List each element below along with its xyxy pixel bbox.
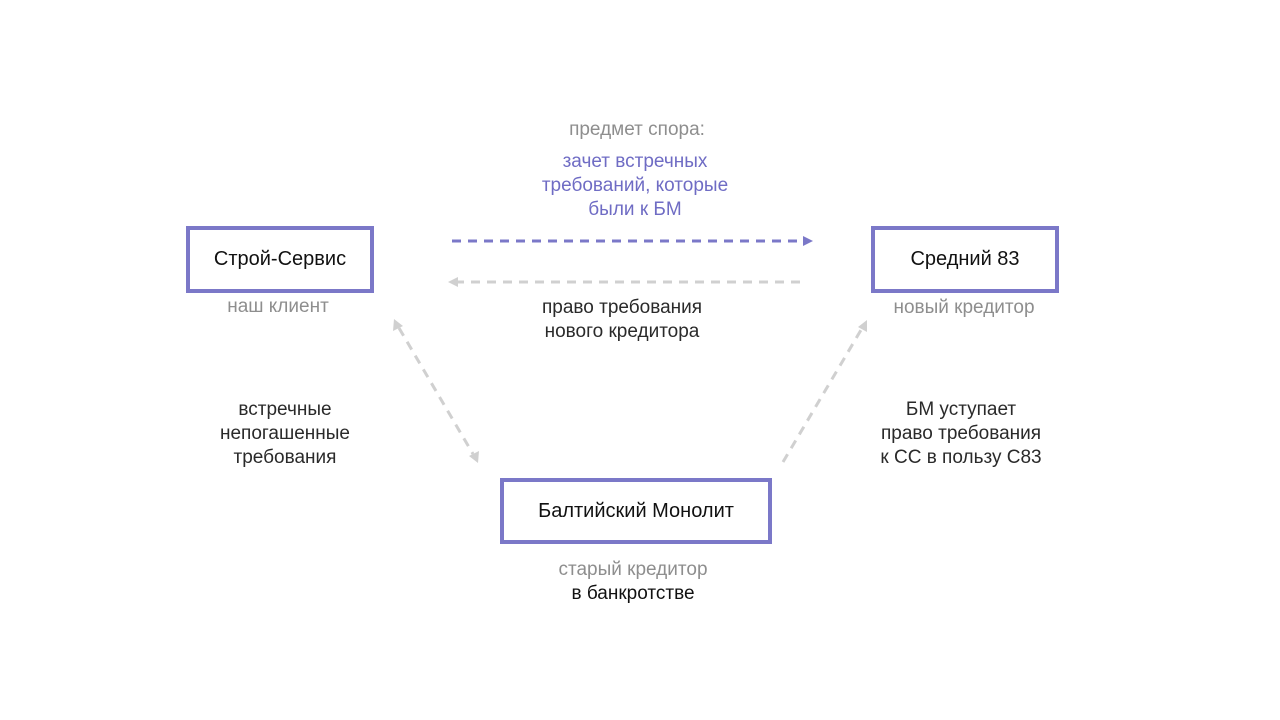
dispute-line-1: зачет встречных: [562, 151, 708, 172]
node-sredniy-83: Средний 83: [871, 226, 1059, 293]
node-baltic-monolit: Балтийский Монолит: [500, 478, 772, 544]
node-baltic-monolit-name: Балтийский Монолит: [538, 499, 734, 522]
node-stroy-servis-name: Строй-Сервис: [213, 248, 347, 270]
dispute-arrow: [452, 236, 813, 246]
counter-claims-line-1: встречные: [238, 399, 332, 420]
node-baltic-monolit-caption: старый кредитор в банкротстве: [528, 558, 738, 606]
claim-right-arrow: [448, 277, 800, 287]
assignment-label: БМ уступает право требования к СС в поль…: [851, 398, 1071, 470]
counter-claims-line-2: непогашенные: [219, 423, 350, 444]
dispute-line-2: требований, которые: [541, 175, 729, 196]
claim-right-line-1: право требования: [541, 297, 703, 318]
assignment-line-2: право требования: [880, 423, 1042, 444]
node-stroy-servis: Строй-Сервис: [186, 226, 374, 293]
baltic-monolit-caption-line-2: в банкротстве: [571, 583, 695, 604]
baltic-monolit-caption-line-1: старый кредитор: [558, 559, 708, 580]
dispute-subject: зачет встречных требований, которые были…: [515, 150, 755, 222]
counter-claims-label: встречные непогашенные требования: [185, 398, 385, 470]
assignment-line-3: к СС в пользу С83: [880, 447, 1042, 468]
dispute-line-3: были к БМ: [588, 199, 682, 220]
assignment-arrow: [781, 320, 867, 463]
node-stroy-servis-caption: наш клиент: [227, 296, 329, 317]
node-sredniy-83-caption: новый кредитор: [893, 297, 1035, 318]
counter-claims-arrow: [393, 319, 479, 463]
dispute-heading: предмет спора:: [569, 119, 705, 140]
claim-right-line-2: нового кредитора: [544, 321, 700, 342]
assignment-line-1: БМ уступает: [905, 399, 1017, 420]
counter-claims-line-3: требования: [233, 447, 337, 468]
node-sredniy-83-name: Средний 83: [910, 248, 1020, 270]
claim-right-label: право требования нового кредитора: [522, 296, 722, 344]
